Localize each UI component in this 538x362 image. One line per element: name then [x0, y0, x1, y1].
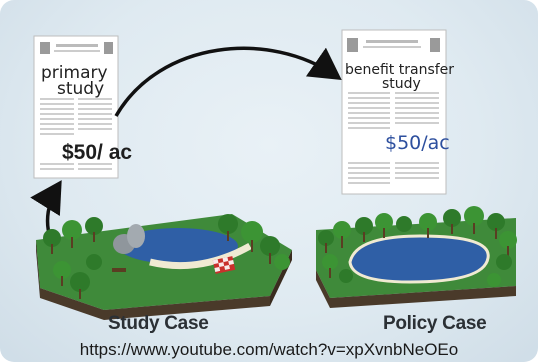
benefit-transfer-document: benefit transfer study $50/ac	[341, 29, 454, 195]
policy-case-label: Policy Case	[383, 313, 487, 334]
policy-pond	[348, 234, 490, 284]
study-case-label: Study Case	[108, 313, 209, 334]
primary-study-document: primary study $50/ ac	[33, 35, 132, 179]
transfer-arrow	[114, 46, 342, 117]
study-pond	[118, 228, 238, 264]
policy-case-landscape	[316, 206, 517, 308]
policy-trees	[318, 206, 517, 287]
transfer-study-value: $50/ac	[385, 132, 450, 154]
study-trees	[43, 214, 290, 299]
primary-study-label-line1: primary	[41, 63, 108, 83]
primary-study-label-line2: study	[57, 79, 104, 99]
transfer-study-label-line2: study	[382, 76, 421, 92]
primary-study-value: $50/ ac	[62, 141, 132, 164]
transfer-study-label-line1: benefit transfer	[345, 62, 454, 78]
source-url: https://www.youtube.com/watch?v=xpXvnbNe…	[79, 340, 459, 359]
study-case-landscape	[36, 214, 292, 320]
